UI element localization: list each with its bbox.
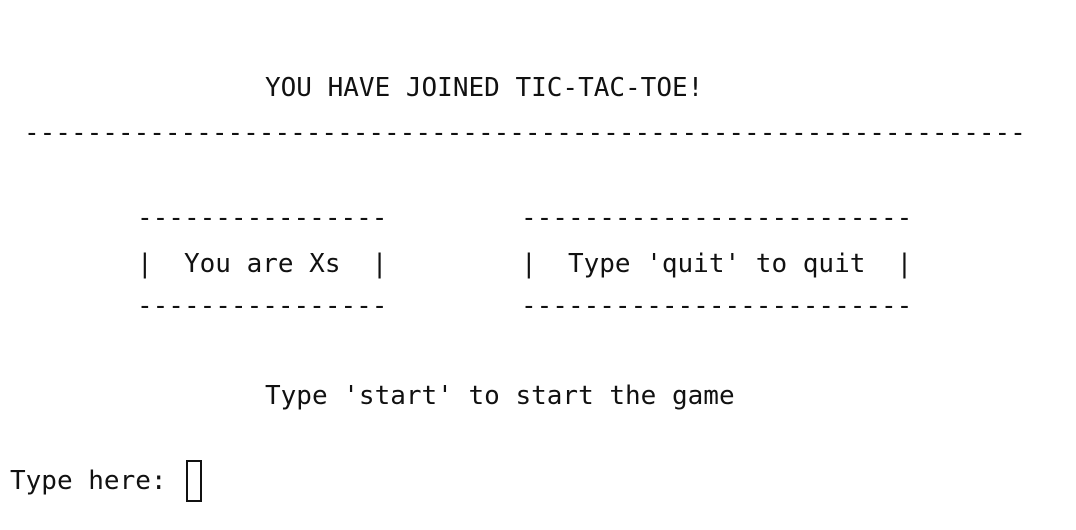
input-prompt-row: Type here: bbox=[10, 460, 203, 502]
quit-box-text: | Type 'quit' to quit | bbox=[521, 249, 913, 279]
role-box-top-border: ---------------- bbox=[137, 203, 388, 233]
title-divider: ----------------------------------------… bbox=[24, 118, 1026, 148]
quit-box-top-border: ------------------------- bbox=[521, 203, 913, 233]
prompt-label: Type here: bbox=[10, 466, 167, 496]
quit-box-bottom-border: ------------------------- bbox=[521, 291, 913, 321]
role-box-text: | You are Xs | bbox=[137, 249, 388, 279]
command-input[interactable] bbox=[186, 460, 203, 502]
start-instruction: Type 'start' to start the game bbox=[265, 381, 735, 411]
welcome-title: YOU HAVE JOINED TIC-TAC-TOE! bbox=[265, 73, 704, 103]
role-box-bottom-border: ---------------- bbox=[137, 291, 388, 321]
